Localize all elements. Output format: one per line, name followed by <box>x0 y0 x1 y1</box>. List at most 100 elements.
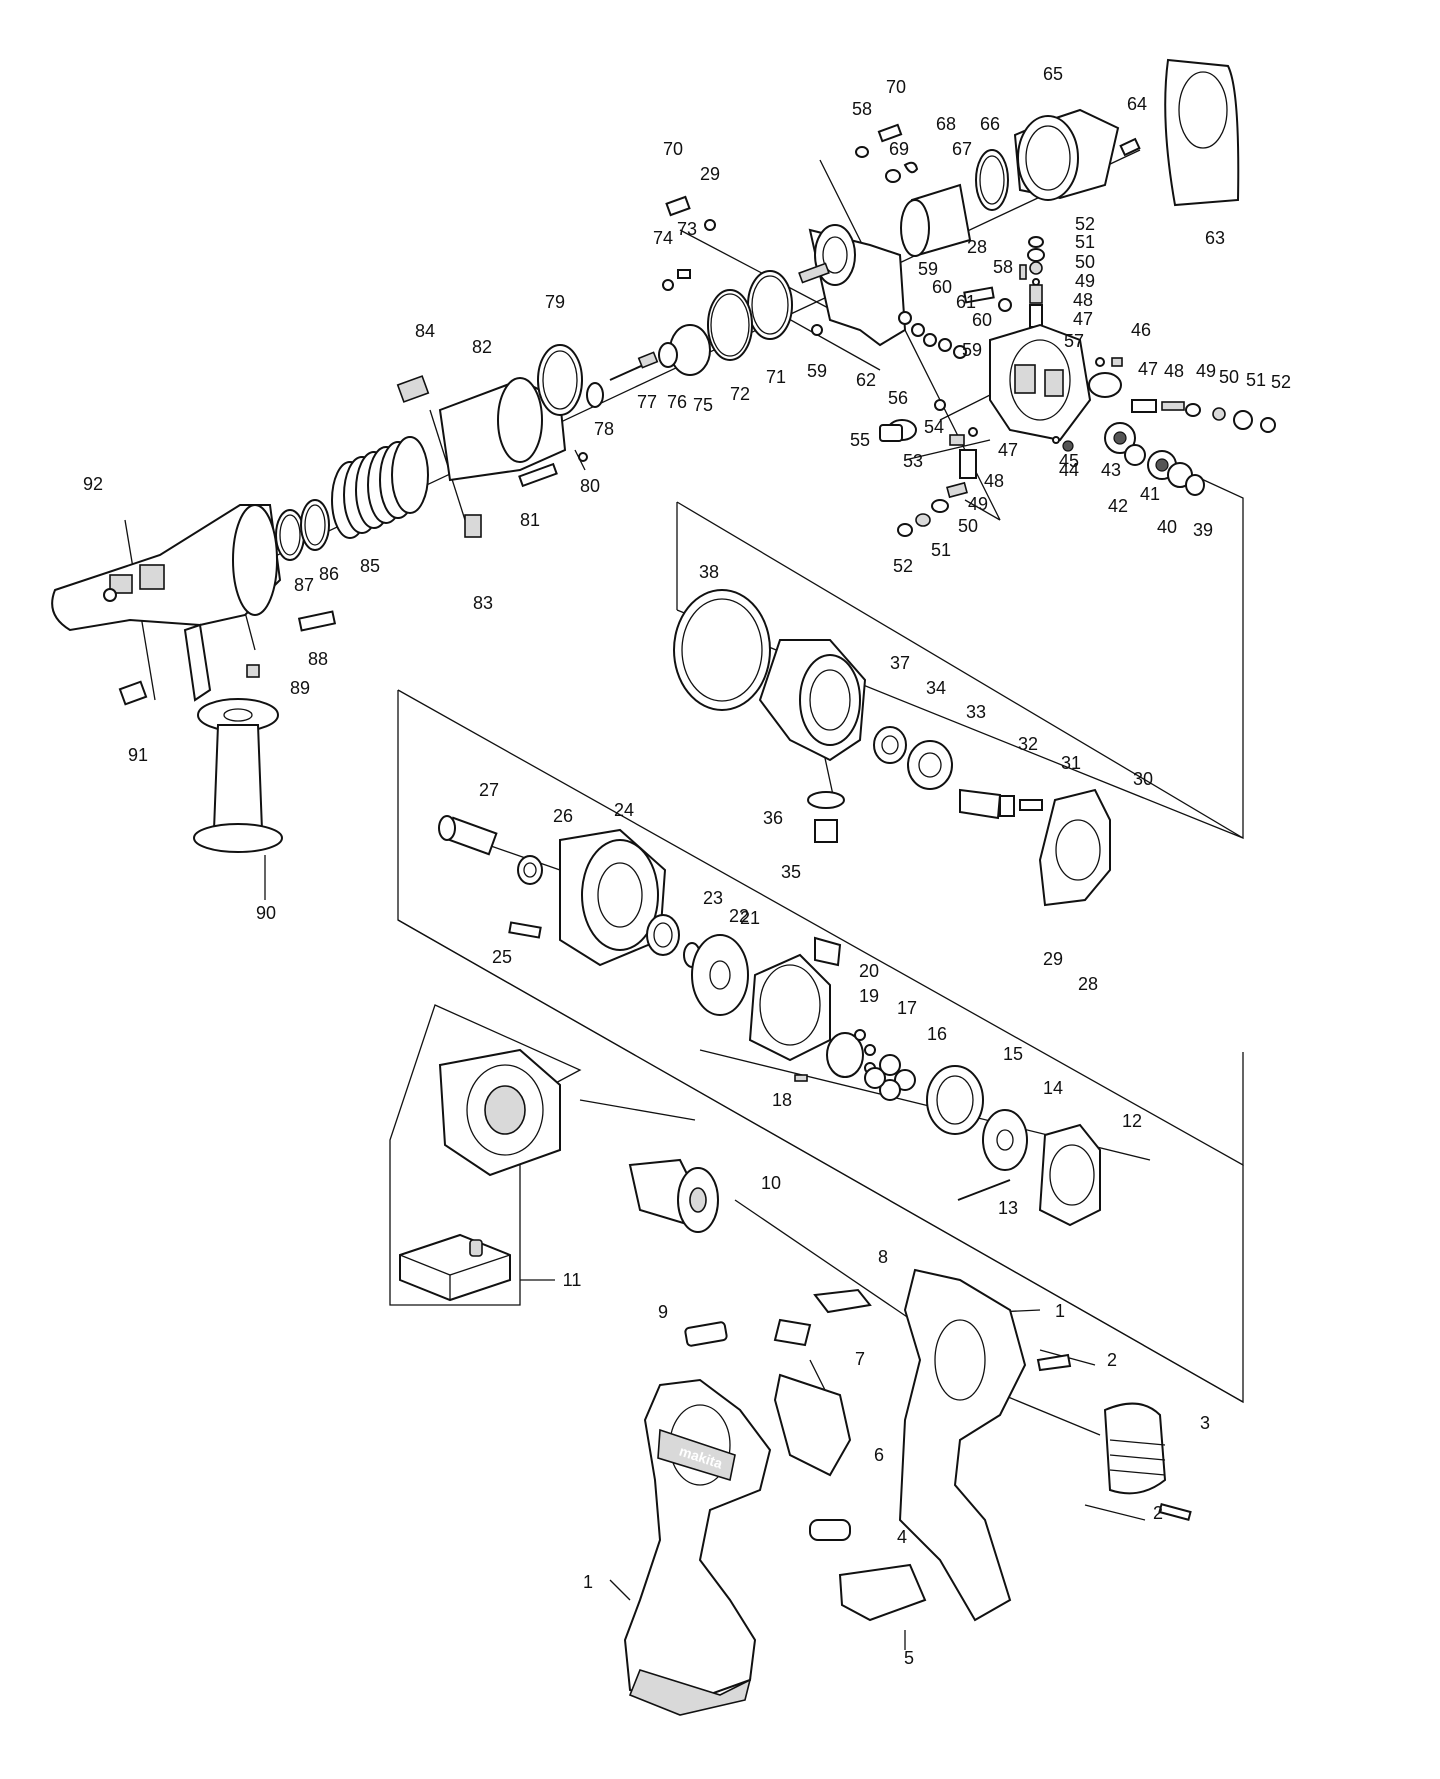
part-label-2: 2 <box>1107 1350 1117 1370</box>
valve-parts-28-61 <box>898 286 1012 359</box>
gasket-38 <box>673 589 771 711</box>
part-label-49: 49 <box>1075 271 1095 291</box>
part-label-56: 56 <box>888 388 908 408</box>
pins-80-81-83 <box>464 452 588 538</box>
part-label-59: 59 <box>962 340 982 360</box>
part-label-33: 33 <box>966 702 986 722</box>
part-label-6: 6 <box>874 1445 884 1465</box>
part-label-50: 50 <box>1075 252 1095 272</box>
part-label-47: 47 <box>1138 359 1158 379</box>
part-label-3: 3 <box>1200 1413 1210 1433</box>
part-label-45: 45 <box>1059 451 1079 471</box>
part-label-29: 29 <box>700 164 720 184</box>
part-label-85: 85 <box>360 556 380 576</box>
screw-35-36 <box>807 791 845 843</box>
part-label-20: 20 <box>859 961 879 981</box>
part-label-23: 23 <box>703 888 723 908</box>
part-label-87: 87 <box>294 575 314 595</box>
part-label-40: 40 <box>1157 517 1177 537</box>
rings-71-72 <box>707 270 823 361</box>
part-label-77: 77 <box>637 392 657 412</box>
valve-parts-lower-44-56 <box>879 399 1074 537</box>
part-label-82: 82 <box>472 337 492 357</box>
part-label-51: 51 <box>1246 370 1266 390</box>
barrel-65 <box>1013 108 1120 201</box>
part-label-26: 26 <box>553 806 573 826</box>
part-label-58: 58 <box>852 99 872 119</box>
part-label-67: 67 <box>952 139 972 159</box>
part-label-81: 81 <box>520 510 540 530</box>
part-label-52: 52 <box>893 556 913 576</box>
stator <box>438 1048 561 1177</box>
part-label-92: 92 <box>83 474 103 494</box>
battery-terminal-4-5 <box>809 1519 927 1622</box>
part-label-62: 62 <box>856 370 876 390</box>
spring-85 <box>331 436 429 539</box>
anvil-27-26 <box>438 815 543 885</box>
part-label-72: 72 <box>730 384 750 404</box>
part-label-32: 32 <box>1018 734 1038 754</box>
part-label-10: 10 <box>761 1173 781 1193</box>
plate-75-76-77 <box>609 324 711 381</box>
valve-parts-right-47-52 <box>1131 399 1276 433</box>
motor-housing-24 <box>508 828 667 967</box>
part-label-66: 66 <box>980 114 1000 134</box>
valve-body-46 <box>989 323 1123 442</box>
part-label-54: 54 <box>924 417 944 437</box>
part-label-50: 50 <box>1219 367 1239 387</box>
part-label-60: 60 <box>932 277 952 297</box>
spindle-32-31 <box>959 788 1043 820</box>
part-label-2: 2 <box>1153 1503 1163 1523</box>
part-label-30: 30 <box>1133 769 1153 789</box>
rear-cap-3 <box>1103 1402 1192 1521</box>
part-label-76: 76 <box>667 392 687 412</box>
small-parts-top <box>662 123 919 291</box>
part-label-11: 11 <box>563 1270 582 1290</box>
part-label-36: 36 <box>763 808 783 828</box>
part-label-42: 42 <box>1108 496 1128 516</box>
part-label-31: 31 <box>1061 753 1081 773</box>
part-label-47: 47 <box>998 440 1018 460</box>
part-label-70: 70 <box>663 139 683 159</box>
part-label-16: 16 <box>927 1024 947 1044</box>
part-label-46: 46 <box>1131 320 1151 340</box>
part-label-88: 88 <box>308 649 328 669</box>
planet-gears-16-17 <box>826 1029 916 1101</box>
gear-housing-37 <box>758 639 867 762</box>
part-label-19: 19 <box>859 986 879 1006</box>
rings-86-87 <box>275 499 330 561</box>
valve-stack-47-52 <box>1019 236 1045 328</box>
part-label-59: 59 <box>807 361 827 381</box>
part-label-1: 1 <box>583 1572 593 1592</box>
part-label-27: 27 <box>479 780 499 800</box>
bearings-39-43 <box>1104 422 1205 496</box>
side-handle-90 <box>193 698 283 853</box>
part-label-75: 75 <box>693 395 713 415</box>
part-label-91: 91 <box>128 745 148 765</box>
part-label-51: 51 <box>1075 232 1095 252</box>
part-label-5: 5 <box>904 1648 914 1668</box>
part-label-57: 57 <box>1064 331 1084 351</box>
part-label-13: 13 <box>998 1198 1018 1218</box>
part-label-73: 73 <box>677 219 697 239</box>
part-label-70: 70 <box>886 77 906 97</box>
part-label-49: 49 <box>1196 361 1216 381</box>
part-label-9: 9 <box>658 1302 668 1322</box>
housing-half-right-1 <box>898 1268 1027 1622</box>
rotor-10 <box>628 1158 719 1233</box>
part-label-49: 49 <box>968 494 988 514</box>
part-label-61: 61 <box>956 292 976 312</box>
part-label-52: 52 <box>1271 372 1291 392</box>
part-label-12: 12 <box>1122 1111 1142 1131</box>
handle-body-92 <box>51 504 282 702</box>
rings-21-23 <box>646 914 749 1016</box>
part-label-1: 1 <box>1055 1301 1065 1321</box>
part-label-7: 7 <box>855 1349 865 1369</box>
part-label-48: 48 <box>984 471 1004 491</box>
part-label-39: 39 <box>1193 520 1213 540</box>
part-label-83: 83 <box>473 593 493 613</box>
carrier-19-20 <box>748 936 842 1082</box>
part-label-25: 25 <box>492 947 512 967</box>
part-label-80: 80 <box>580 476 600 496</box>
